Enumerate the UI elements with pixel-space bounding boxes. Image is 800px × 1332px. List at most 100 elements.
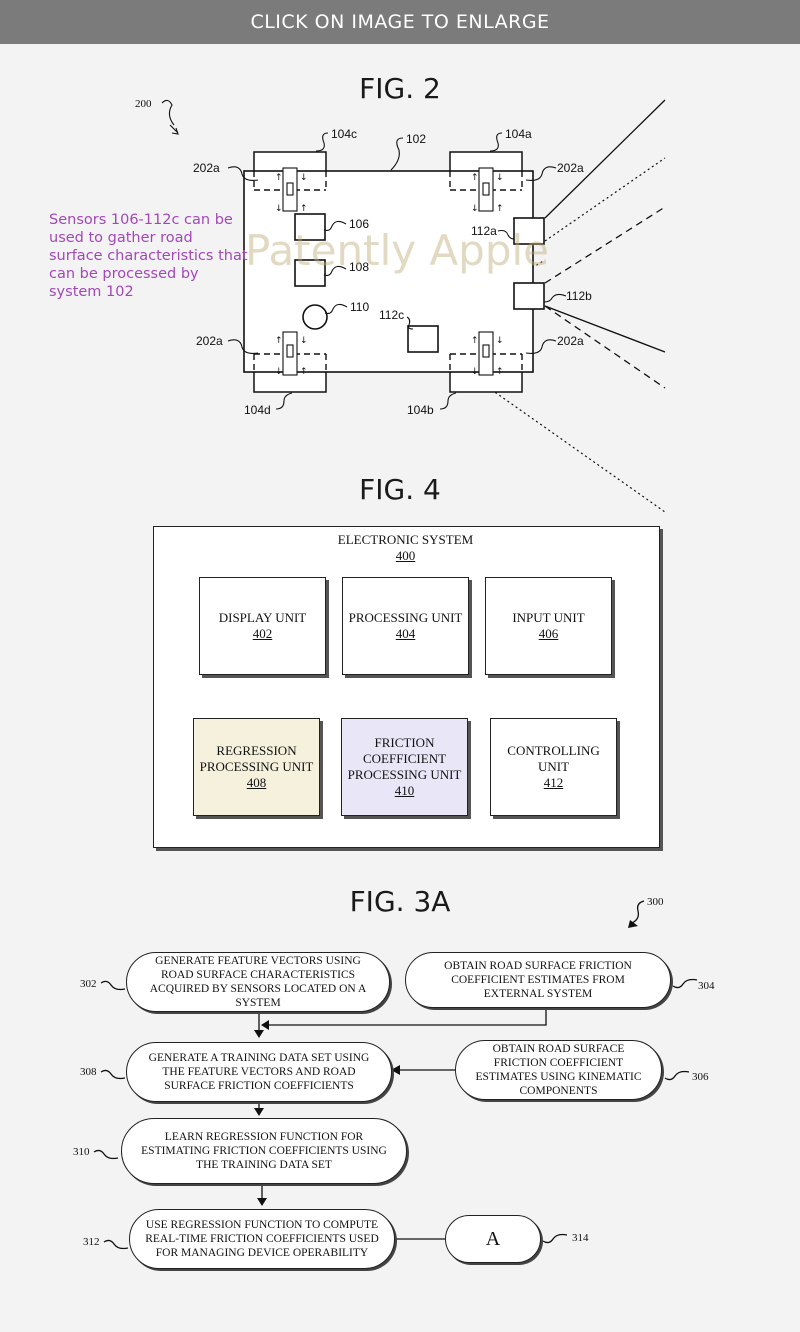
sensor-112a	[513, 217, 545, 245]
step-302: GENERATE FEATURE VECTORS USING ROAD SURF…	[126, 952, 390, 1012]
unit-name: INPUT UNIT	[512, 610, 585, 625]
label-202a-tr: 202a	[557, 161, 584, 175]
svg-text:↓: ↓	[300, 173, 308, 183]
system-name: ELECTRONIC SYSTEM	[337, 532, 474, 547]
ref-304: 304	[698, 980, 715, 992]
label-112a: 112a	[471, 224, 497, 238]
svg-text:↑: ↑	[471, 336, 479, 346]
unit-ref: 402	[252, 626, 273, 641]
label-110: 110	[350, 300, 369, 314]
leader-104d	[275, 392, 293, 410]
label-104d: 104d	[244, 403, 271, 417]
svg-text:↑: ↑	[300, 204, 308, 214]
leader-110	[324, 303, 348, 315]
ref-306: 306	[692, 1071, 709, 1083]
label-104b: 104b	[407, 403, 434, 417]
label-102: 102	[406, 132, 426, 146]
ref-308: 308	[80, 1066, 97, 1078]
unit-ref: 406	[538, 626, 559, 641]
step-306: OBTAIN ROAD SURFACE FRICTION COEFFICIENT…	[455, 1040, 662, 1100]
label-200: 200	[135, 98, 152, 110]
svg-text:↑: ↑	[496, 204, 504, 214]
unit-name: PROCESSING UNIT	[348, 610, 463, 625]
processing-unit: PROCESSING UNIT 404	[342, 577, 469, 675]
fig4-title: FIG. 4	[359, 473, 441, 506]
svg-text:↓: ↓	[300, 336, 308, 346]
unit-name: FRICTION COEFFICIENT PROCESSING UNIT	[347, 735, 462, 782]
label-106: 106	[349, 217, 369, 231]
beam-112a-lower	[544, 157, 666, 242]
fig3a-title: FIG. 3A	[349, 885, 451, 918]
step-312: USE REGRESSION FUNCTION TO COMPUTE REAL-…	[129, 1209, 395, 1269]
beam-112a-upper	[544, 99, 666, 219]
watermark: Patently Apple	[245, 226, 550, 275]
leader-106	[323, 220, 347, 232]
step-308: GENERATE A TRAINING DATA SET USING THE F…	[126, 1042, 392, 1102]
controlling-unit: CONTROLLING UNIT 412	[490, 718, 617, 816]
label-202a-bl: 202a	[196, 334, 223, 348]
svg-text:↓: ↓	[471, 367, 479, 377]
arrow-304-merge	[263, 1008, 547, 1026]
leader-112c	[406, 316, 414, 330]
label-104a: 104a	[505, 127, 532, 141]
leader-112a	[497, 229, 515, 240]
svg-text:↓: ↓	[275, 367, 283, 377]
beam-112b-lower	[544, 305, 666, 353]
svg-text:↓: ↓	[496, 173, 504, 183]
sensor-112c	[407, 325, 439, 353]
unit-name: REGRESSION PROCESSING UNIT	[199, 743, 314, 774]
friction-coefficient-processing-unit: FRICTION COEFFICIENT PROCESSING UNIT 410	[341, 718, 468, 816]
ref-314: 314	[572, 1232, 589, 1244]
leader-108	[323, 265, 347, 277]
leader-104c	[315, 132, 329, 152]
label-202a-br: 202a	[557, 334, 584, 348]
sensor-112b	[513, 282, 545, 310]
leader-104b	[439, 392, 457, 410]
leader-102	[390, 137, 404, 171]
svg-text:↑: ↑	[275, 173, 283, 183]
leader-202a-br	[525, 339, 557, 354]
svg-text:↓: ↓	[275, 204, 283, 214]
svg-text:↓: ↓	[471, 204, 479, 214]
unit-ref: 412	[543, 775, 564, 790]
connector-a: A	[445, 1215, 541, 1263]
fig2-diagram: ↑↓↓↑ ↑↓↓↑ ↑↓↓↑ ↑↓↓↑ 200 102 104c	[135, 98, 666, 513]
step-304: OBTAIN ROAD SURFACE FRICTION COEFFICIENT…	[405, 952, 671, 1008]
leader-200	[161, 99, 175, 126]
svg-text:↓: ↓	[496, 336, 504, 346]
step-310: LEARN REGRESSION FUNCTION FOR ESTIMATING…	[121, 1118, 407, 1184]
unit-ref: 404	[395, 626, 416, 641]
svg-text:↑: ↑	[496, 367, 504, 377]
beam-112b-dash	[544, 305, 666, 389]
label-202a-tl: 202a	[193, 161, 220, 175]
sensor-110	[302, 304, 328, 330]
sensor-108	[294, 259, 326, 287]
svg-text:↑: ↑	[471, 173, 479, 183]
leader-202a-bl	[227, 339, 259, 354]
fig2-title: FIG. 2	[359, 72, 441, 105]
leader-202a-tr	[525, 166, 557, 181]
leader-104a	[489, 132, 503, 152]
unit-ref: 410	[394, 783, 415, 798]
ref-300: 300	[647, 896, 664, 908]
ref-312: 312	[83, 1236, 100, 1248]
ref-302: 302	[80, 978, 97, 990]
svg-text:↑: ↑	[275, 336, 283, 346]
unit-name: DISPLAY UNIT	[218, 610, 307, 625]
leader-202a-tl	[227, 166, 259, 181]
label-112c: 112c	[379, 308, 404, 322]
enlarge-banner[interactable]: CLICK ON IMAGE TO ENLARGE	[0, 0, 800, 44]
label-104c: 104c	[331, 127, 357, 141]
label-108: 108	[349, 260, 369, 274]
system-ref: 400	[395, 548, 416, 563]
input-unit: INPUT UNIT 406	[485, 577, 612, 675]
sensor-106	[294, 213, 326, 241]
label-112b: 112b	[566, 289, 592, 303]
leader-112b	[543, 293, 567, 303]
display-unit: DISPLAY UNIT 402	[199, 577, 326, 675]
ref-310: 310	[73, 1146, 90, 1158]
unit-name: CONTROLLING UNIT	[507, 743, 600, 774]
regression-processing-unit: REGRESSION PROCESSING UNIT 408	[193, 718, 320, 816]
electronic-system-title: ELECTRONIC SYSTEM 400	[153, 532, 658, 564]
